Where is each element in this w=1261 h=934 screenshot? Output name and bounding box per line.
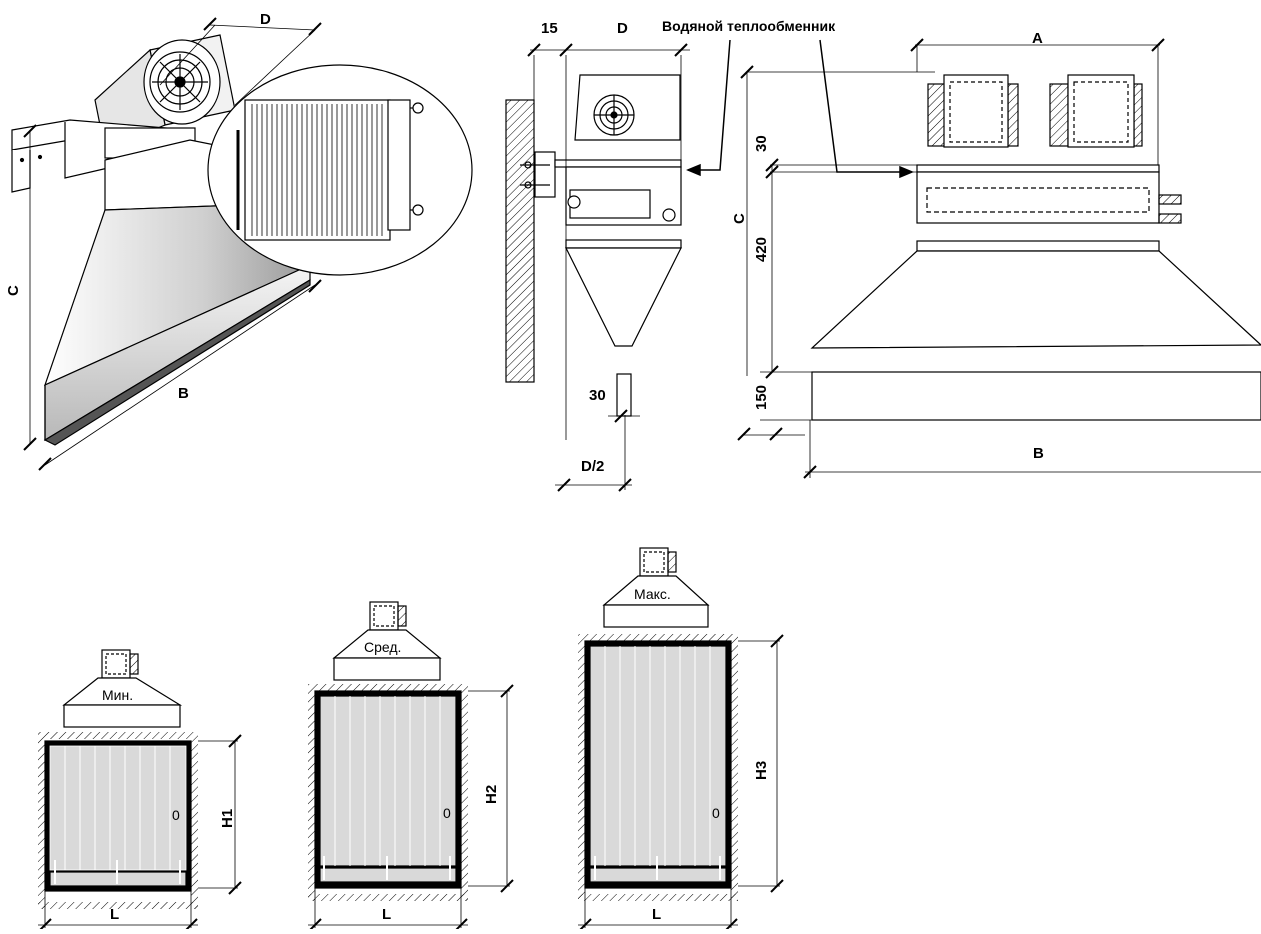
front-view bbox=[737, 38, 1261, 479]
side-dim-dhalf: D/2 bbox=[581, 458, 604, 475]
door-min-level: Мин. bbox=[102, 687, 133, 703]
door-min-handle: 0 bbox=[172, 807, 180, 823]
door-max-height: H3 bbox=[753, 761, 770, 780]
front-dim-420: 420 bbox=[753, 237, 770, 262]
front-dim-c: C bbox=[731, 213, 748, 224]
isometric-view bbox=[11, 17, 473, 471]
side-dim-d: D bbox=[617, 20, 628, 37]
front-dim-b: B bbox=[1033, 445, 1044, 462]
door-mid-level: Сред. bbox=[364, 639, 401, 655]
door-max-handle: 0 bbox=[712, 805, 720, 821]
heat-exchanger-front bbox=[916, 171, 1160, 224]
front-dim-30: 30 bbox=[753, 135, 770, 152]
iso-dim-b: B bbox=[178, 385, 189, 402]
title-label: Водяной теплообменник bbox=[662, 18, 836, 34]
heat-exchanger-detail bbox=[244, 99, 391, 241]
door-mid bbox=[308, 601, 514, 932]
iso-dim-d: D bbox=[260, 11, 271, 28]
door-max-level: Макс. bbox=[634, 586, 671, 602]
door-mid-handle: 0 bbox=[443, 805, 451, 821]
front-dim-150: 150 bbox=[753, 385, 770, 410]
door-min-width: L bbox=[110, 906, 119, 923]
iso-dim-c: C bbox=[5, 285, 22, 296]
side-dim-30: 30 bbox=[589, 387, 606, 404]
door-max bbox=[578, 547, 784, 932]
fan-unit-right bbox=[1067, 74, 1135, 148]
leader-lines bbox=[686, 39, 914, 179]
front-dim-a: A bbox=[1032, 30, 1043, 47]
side-view bbox=[505, 43, 690, 492]
fan-unit-left bbox=[943, 74, 1009, 148]
side-dim-15: 15 bbox=[541, 20, 558, 37]
door-max-width: L bbox=[652, 906, 661, 923]
wall bbox=[505, 99, 535, 383]
door-mid-width: L bbox=[382, 906, 391, 923]
door-mid-height: H2 bbox=[483, 785, 500, 804]
door-min-height: H1 bbox=[219, 809, 236, 828]
door-min bbox=[38, 649, 242, 932]
